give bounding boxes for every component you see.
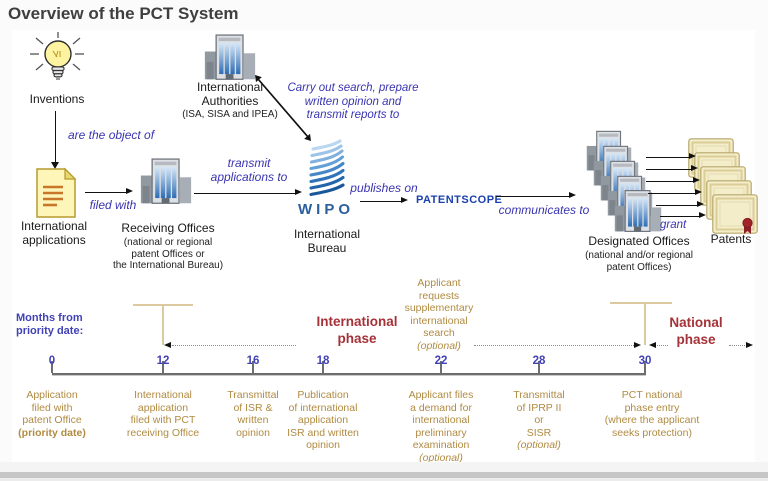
milestone-18: Publication of international application… [287,389,359,452]
wipo-wordmark: WIPO [298,201,354,218]
arrow-grant [656,201,704,208]
tick-12 [162,361,164,373]
arrow-filed-with [85,188,133,195]
bracket-month-30-stem [644,302,646,345]
carry-out-label: Carry out search, prepare written opinio… [287,82,419,121]
arrow-authorities-bureau [255,75,311,141]
arrow-grant [646,153,696,160]
intl-phase-dotted-line [172,345,296,346]
designated-offices-label: Designated Offices [588,234,690,248]
milestone-16: Transmittal of ISR & written opinion [227,389,279,439]
page-title: Overview of the PCT System [8,4,239,23]
patents-label: Patents [710,232,752,246]
international-phase-label: International phase [316,314,398,346]
transmit-applications-label: transmit applications to [210,156,288,184]
natl-phase-dotted-line [657,345,668,346]
intl-applications-label: International applications [20,219,88,247]
timeline-axis [52,373,646,375]
milestone-12: International application filed with PCT… [126,389,200,439]
month-number: 12 [156,355,170,367]
month-number: 0 [48,355,56,367]
milestone-0: Application filed with patent Office (pr… [18,389,86,439]
supplementary-search-label: Applicant requests supplementary interna… [404,277,474,352]
national-phase-label: National phase [669,315,723,347]
intl-authorities-sublabel: (ISA, SISA and IPEA) [182,109,278,120]
intl-authorities-label: International Authorities [196,80,264,108]
months-from-priority-label: Months from priority date: [16,312,84,337]
month-number: 22 [434,355,448,367]
publishes-on-label: publishes on [350,181,418,195]
patentscope-wordmark: PATENTSCOPE [416,194,503,206]
receiving-offices-label: Receiving Offices [121,221,215,235]
arrow-communicates-to [496,192,576,199]
milestone-28: Transmittal of IPRP II or SISR (optional… [513,389,565,452]
tick-16 [252,361,254,373]
grant-label: grant [660,219,687,231]
tick-30 [644,361,646,373]
filed-with-label: filed with [89,198,137,212]
are-object-of-label: are the object of [68,128,155,142]
lightbulb-icon [30,32,84,80]
arrow-grant [646,177,700,184]
office-building-icon-receiving [140,158,192,204]
timeline-axis-shadow [52,375,646,376]
milestone-30: PCT national phase entry (where the appl… [604,389,700,439]
receiving-offices-sublabel: (national or regional patent Offices or … [112,237,224,271]
bracket-month-30-cap [610,302,672,304]
bottom-bar [0,472,768,478]
inventions-label: Inventions [29,92,85,106]
intl-phase-arrowhead-left [164,342,171,348]
tick-0 [51,361,53,373]
bottom-edge [0,478,768,481]
month-number: 16 [246,355,260,367]
arrow-inventions-to-applications [51,111,60,169]
designated-offices-sublabel: (national and/or regional patent Offices… [585,250,693,273]
arrow-grant [660,212,706,219]
arrow-grant [648,189,702,196]
tick-28 [538,361,540,373]
natl-phase-arrowhead-right [746,342,753,348]
intl-phase-dotted-line [474,345,634,346]
intl-bureau-label: International Bureau [293,227,361,255]
wipo-logo [309,139,345,197]
month-number: 18 [316,355,330,367]
communicates-to-label: communicates to [498,203,590,217]
natl-phase-dotted-line [729,345,745,346]
bracket-month-12-stem [162,304,164,345]
arrow-transmit-applications [194,189,302,196]
document-icon [36,167,77,218]
natl-phase-arrowhead-left [649,342,656,348]
arrow-publishes-on [360,197,408,204]
month-number: 28 [532,355,546,367]
diagram-canvas [12,30,755,462]
tick-22 [440,361,442,373]
patent-certificate-icon-front [712,194,758,234]
arrow-grant [646,165,698,172]
intl-phase-arrowhead-right [634,342,641,348]
milestone-22: Applicant files a demand for internation… [408,389,474,464]
month-number: 30 [638,355,652,367]
tick-18 [322,361,324,373]
